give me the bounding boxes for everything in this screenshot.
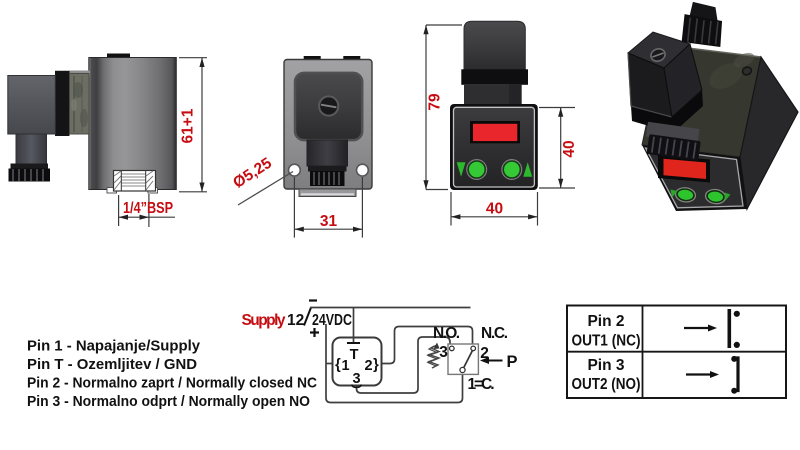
svg-text:Pin 2 - Normalno zaprt / Norma: Pin 2 - Normalno zaprt / Normally closed… — [27, 375, 317, 392]
svg-text:Supply: Supply — [242, 312, 286, 329]
svg-text:N.C.: N.C. — [481, 325, 508, 342]
svg-text:2: 2 — [480, 345, 489, 362]
svg-text:3: 3 — [352, 371, 360, 387]
svg-text:Pin 3 - Normalno odprt / Norma: Pin 3 - Normalno odprt / Normally open N… — [27, 393, 310, 410]
svg-text:Pin T - Ozemljitev / GND: Pin T - Ozemljitev / GND — [27, 356, 197, 373]
svg-text:N.O.: N.O. — [433, 325, 460, 342]
svg-text:61+1: 61+1 — [180, 108, 197, 143]
svg-text:OUT2 (NO): OUT2 (NO) — [572, 376, 641, 393]
svg-text:Pin 3: Pin 3 — [587, 357, 624, 374]
svg-text:{: { — [335, 357, 341, 373]
svg-text:40: 40 — [486, 201, 503, 218]
svg-text:T: T — [350, 347, 359, 363]
svg-text:24VDC: 24VDC — [312, 311, 352, 329]
svg-text:Pin 2: Pin 2 — [587, 313, 624, 330]
svg-text:Pin 1 - Napajanje/Supply: Pin 1 - Napajanje/Supply — [27, 338, 201, 355]
svg-text:3: 3 — [439, 344, 448, 361]
svg-text:12: 12 — [287, 312, 304, 329]
svg-text:OUT1 (NC): OUT1 (NC) — [572, 333, 641, 350]
svg-text:1/4”BSP: 1/4”BSP — [123, 200, 173, 217]
svg-text:P: P — [507, 353, 518, 371]
svg-text:1: 1 — [341, 358, 349, 374]
svg-text:79: 79 — [427, 93, 444, 111]
svg-text:31: 31 — [320, 213, 338, 230]
svg-text:}: } — [373, 357, 379, 373]
svg-text:2: 2 — [364, 358, 372, 374]
svg-text:40: 40 — [561, 140, 578, 157]
svg-text:1=C.: 1=C. — [468, 376, 495, 393]
